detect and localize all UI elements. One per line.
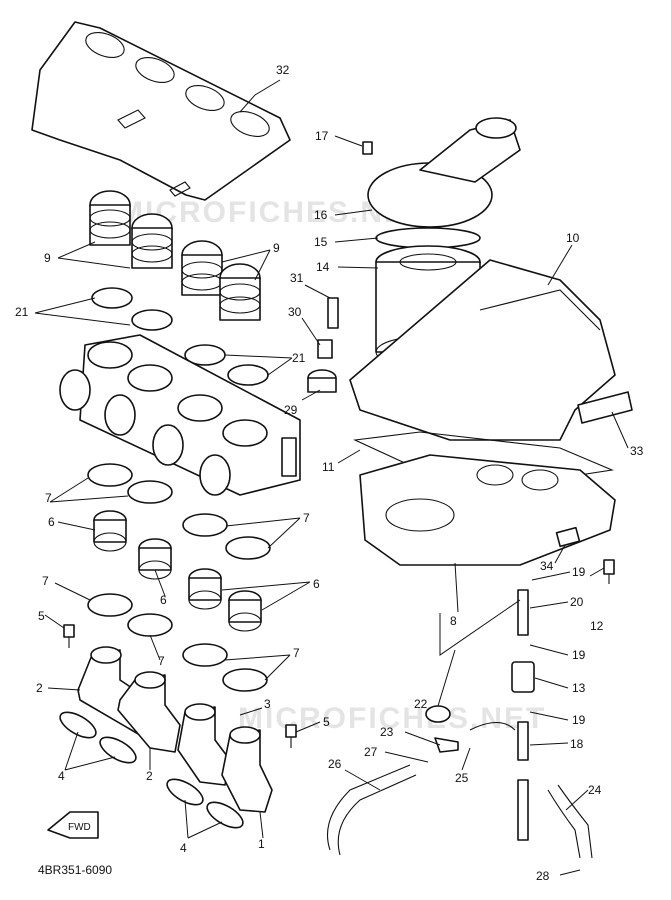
label-29: 29 xyxy=(284,403,298,417)
part-21-clamps xyxy=(91,287,269,386)
label-34: 34 xyxy=(540,559,554,573)
label-19b: 19 xyxy=(572,648,586,662)
part-5-screws xyxy=(63,624,297,748)
fwd-label: FWD xyxy=(68,822,91,833)
label-2b: 2 xyxy=(146,769,153,783)
label-26: 26 xyxy=(328,757,342,771)
label-6b: 6 xyxy=(160,593,167,607)
carburetor-assembly xyxy=(59,334,301,496)
label-33: 33 xyxy=(630,444,644,458)
hose-system xyxy=(326,589,593,859)
label-32: 32 xyxy=(276,63,290,77)
leader-lines xyxy=(34,79,629,876)
label-10: 10 xyxy=(566,231,580,245)
label-7c: 7 xyxy=(42,574,49,588)
label-19: 19 xyxy=(572,565,586,579)
label-4: 4 xyxy=(58,769,65,783)
label-18: 18 xyxy=(570,737,584,751)
label-17: 17 xyxy=(315,129,329,143)
part-6-joints xyxy=(93,510,262,632)
label-27: 27 xyxy=(364,745,378,759)
label-20: 20 xyxy=(570,595,584,609)
label-7d: 7 xyxy=(158,654,165,668)
label-4b: 4 xyxy=(180,841,187,855)
part-7-clamps xyxy=(87,463,271,692)
label-7: 7 xyxy=(45,491,52,505)
label-21: 21 xyxy=(15,305,29,319)
label-11: 11 xyxy=(322,460,335,474)
label-5b: 5 xyxy=(323,715,330,729)
label-6: 6 xyxy=(48,515,55,529)
label-6c: 6 xyxy=(313,577,320,591)
fwd-arrow-icon: FWD xyxy=(47,811,99,839)
label-16: 16 xyxy=(314,208,328,222)
airbox-assembly xyxy=(307,117,633,584)
label-7e: 7 xyxy=(293,646,300,660)
label-9: 9 xyxy=(44,251,51,265)
label-3: 3 xyxy=(264,697,271,711)
label-7b: 7 xyxy=(303,511,310,525)
part-32-cover xyxy=(31,21,291,201)
label-15: 15 xyxy=(314,235,328,249)
label-31: 31 xyxy=(290,271,304,285)
label-21b: 21 xyxy=(292,351,306,365)
label-2: 2 xyxy=(36,681,43,695)
label-24: 24 xyxy=(588,783,602,797)
label-1: 1 xyxy=(258,837,265,851)
label-25: 25 xyxy=(455,771,469,785)
label-23: 23 xyxy=(380,725,394,739)
label-5: 5 xyxy=(38,609,45,623)
label-9b: 9 xyxy=(273,241,280,255)
label-14: 14 xyxy=(316,260,330,274)
label-30: 30 xyxy=(288,305,302,319)
callout-labels: 1 2 2 3 4 4 5 5 6 6 6 7 7 7 7 7 8 9 9 10… xyxy=(15,63,644,883)
label-19c: 19 xyxy=(572,713,586,727)
label-12: 12 xyxy=(590,619,604,633)
diagram-code: 4BR351-6090 xyxy=(38,863,112,877)
label-28: 28 xyxy=(536,869,550,883)
part-4-gaskets xyxy=(59,711,244,829)
part-2-3-manifolds xyxy=(77,646,273,813)
label-8: 8 xyxy=(450,614,457,628)
part-9-boots xyxy=(89,190,261,321)
label-13: 13 xyxy=(572,681,586,695)
label-22: 22 xyxy=(414,697,428,711)
